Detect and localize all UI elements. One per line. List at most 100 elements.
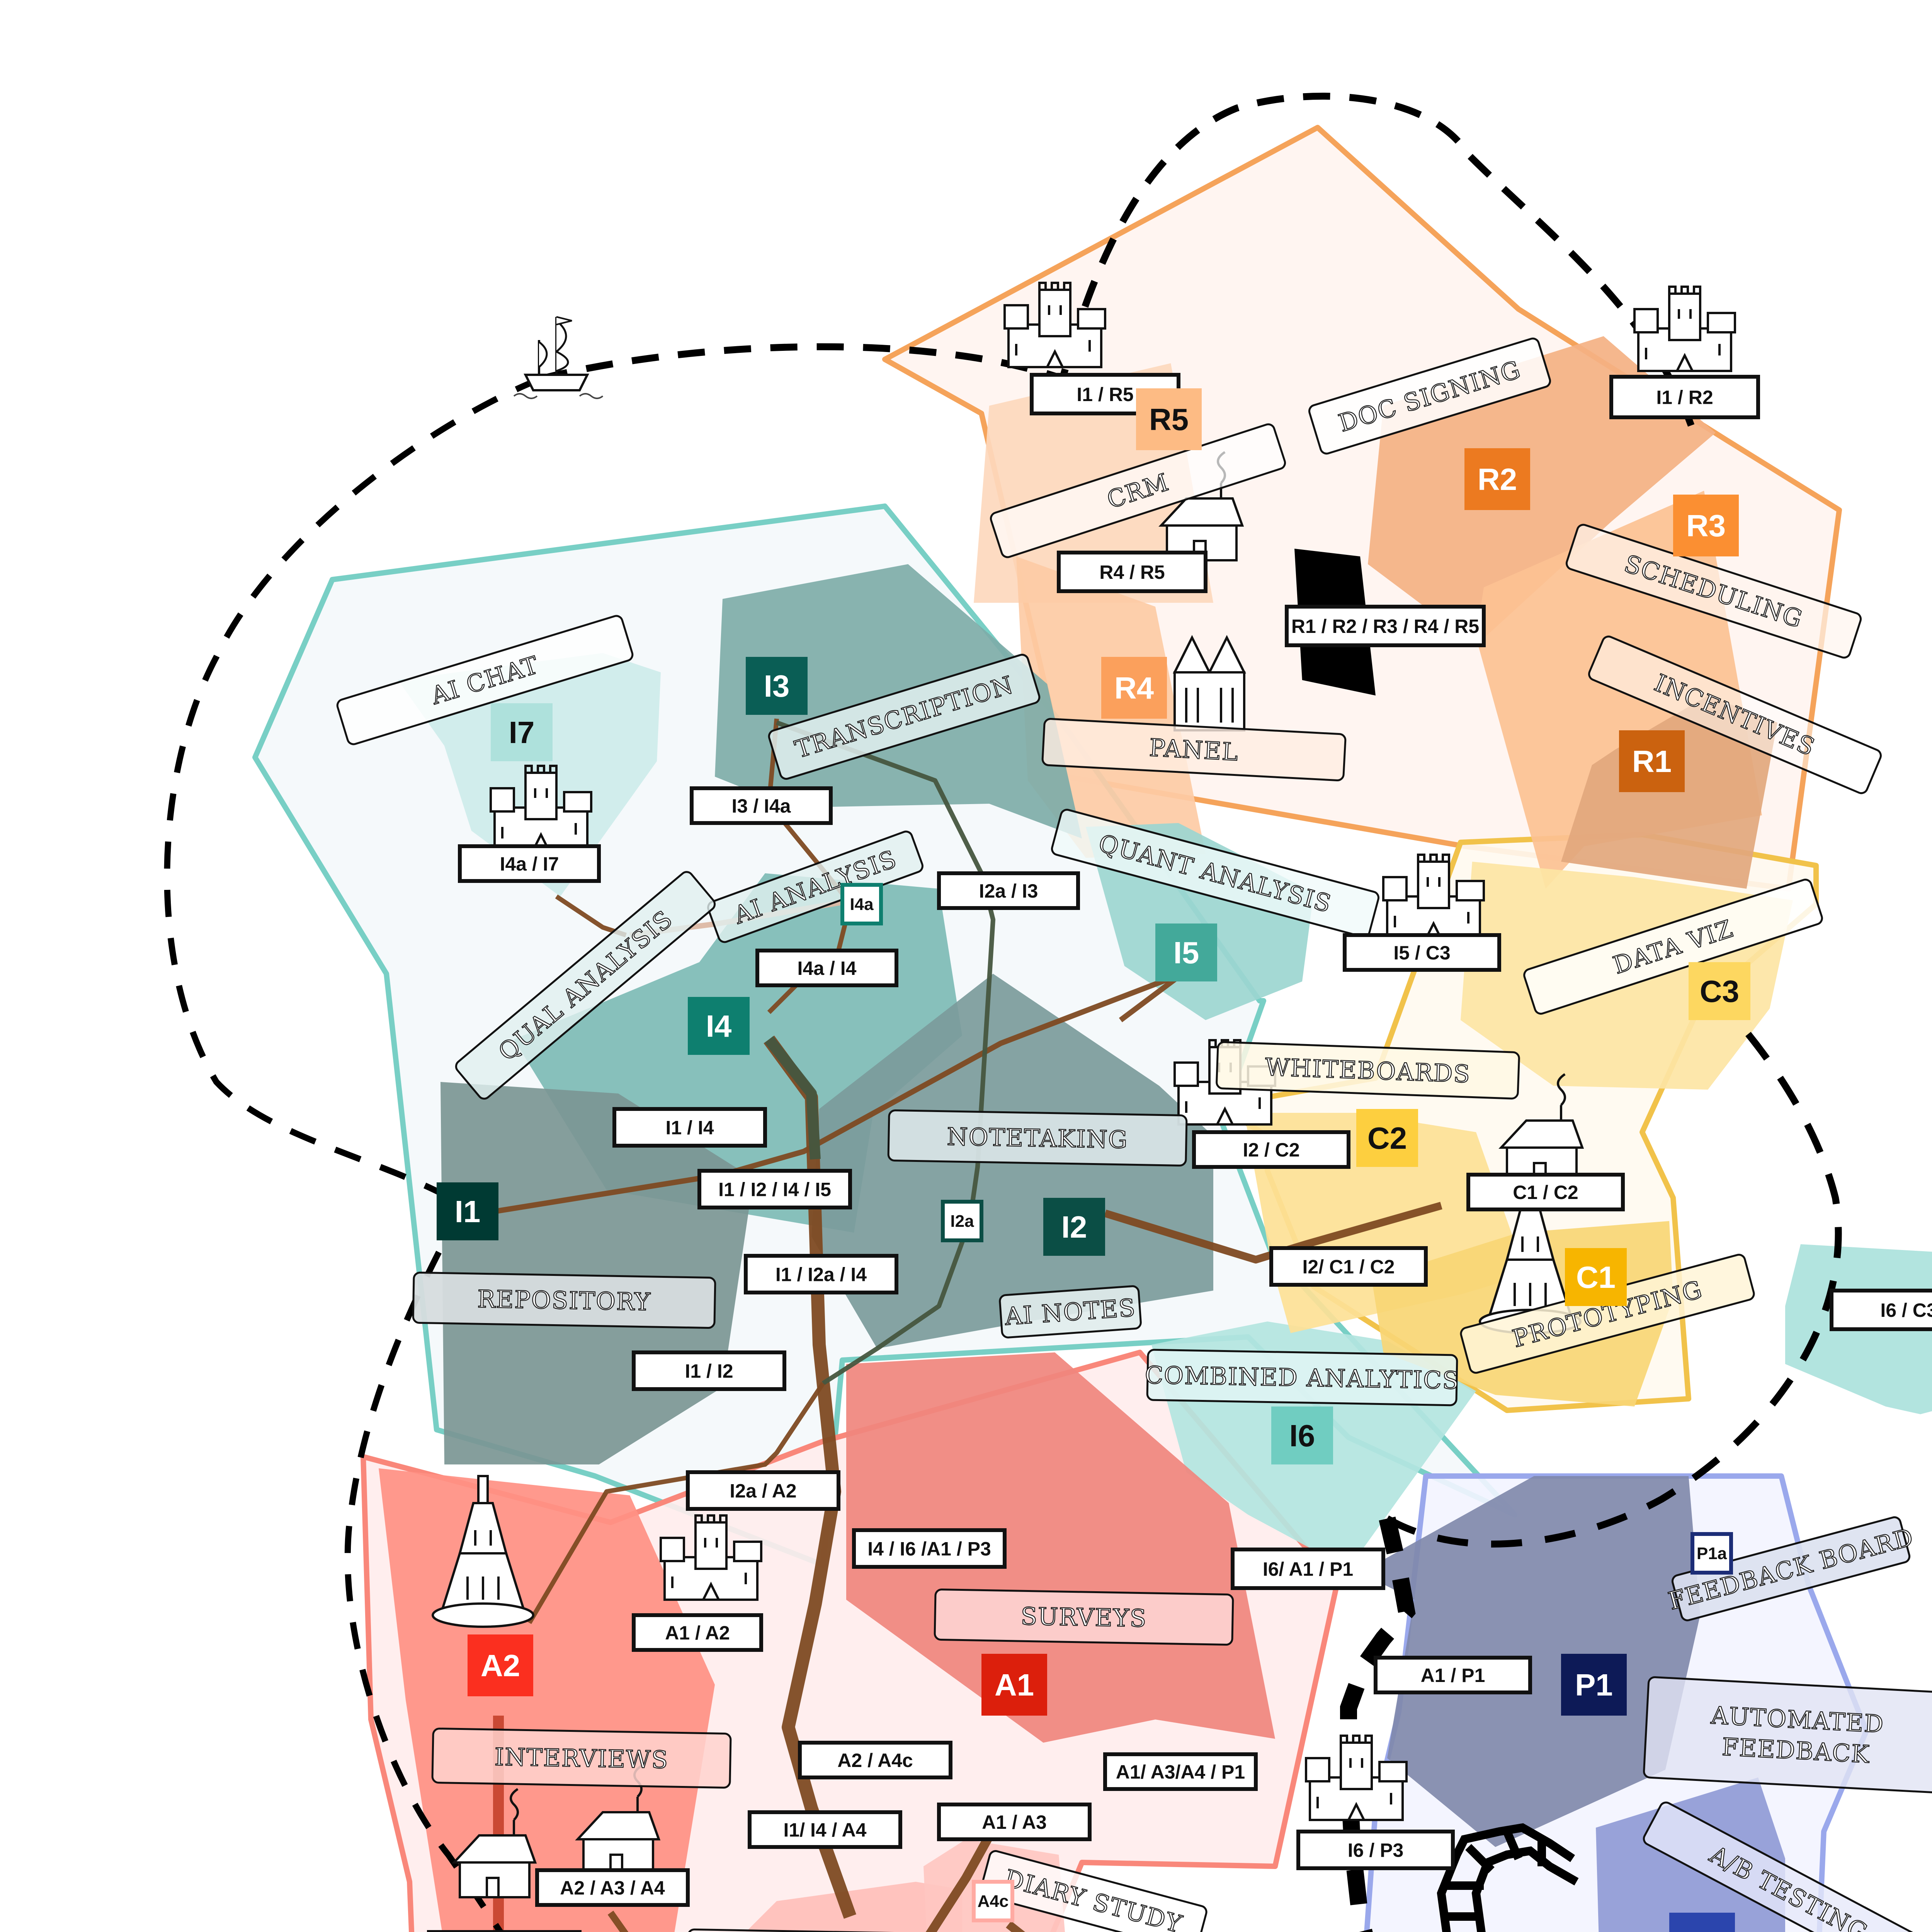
connection-label[interactable]: A1 / A2 [632,1613,763,1652]
connection-label[interactable]: I3 / I4a [690,786,833,825]
connection-label[interactable]: I1 / I2 [632,1350,786,1391]
connection-label-text: I2a / I3 [979,880,1038,902]
connection-label-box [697,1169,852,1209]
node-label: I3 [764,669,790,703]
node-label: I6 [1289,1418,1315,1453]
connection-label[interactable]: A2 / A4c [798,1741,952,1779]
node-r1[interactable]: R1 [1619,730,1685,792]
connection-label-box [755,949,898,987]
category-tag-frame [412,1271,716,1329]
connection-label[interactable]: A1 / P1 [1374,1656,1532,1694]
connection-label-text: I1 / R5 [1077,384,1133,405]
sub-node-i4a[interactable]: I4a [840,883,883,925]
connection-label-box [1285,605,1486,647]
category-tag-frame [1565,524,1862,659]
connection-label[interactable]: I1/ I4 / A4 [748,1810,902,1849]
connection-label[interactable]: I1 / I2a / I4 [744,1254,898,1294]
node-badge [1673,495,1739,556]
category-tag-label: NOTETAKING [947,1122,1128,1154]
connection-label[interactable]: I1 / I4 [612,1107,767,1148]
node-a2[interactable]: A2 [468,1634,533,1696]
category-tag-frame [1051,809,1379,938]
castle-icon [1382,854,1485,940]
category-tag[interactable]: WHITEBOARDS [1216,1041,1520,1100]
node-i1[interactable]: I1 [437,1182,498,1240]
node-c3[interactable]: C3 [1689,962,1750,1020]
category-tag[interactable]: INTERVIEWS [431,1728,732,1789]
node-i4[interactable]: I4 [688,997,750,1055]
node-i7[interactable]: I7 [491,703,553,761]
category-tag[interactable]: COMBINED ANALYTICS [1144,1349,1460,1406]
sub-node-a4c[interactable]: A4c [972,1880,1014,1922]
connection-label-text: A2 / A3 / A4 [560,1877,665,1899]
connection-label-text: R4 / R5 [1099,561,1165,583]
sub-node-label: A4c [978,1892,1009,1911]
connection-label[interactable]: A2 / A3 / A4 [535,1868,690,1907]
connection-label-text: C1 / C2 [1513,1182,1578,1203]
category-tag[interactable]: SCHEDULING [1565,523,1862,659]
voyage-i6-p1 [1340,1517,1416,1932]
connection-label-text: I2/ C1 / C2 [1303,1256,1395,1278]
category-tag[interactable]: CRM [989,423,1286,559]
node-badge [1561,1654,1627,1716]
connection-label[interactable]: I4a / I7 [458,844,601,883]
node-a1[interactable]: A1 [981,1654,1047,1716]
category-tag-frame [707,830,923,943]
connection-label-box [1192,1130,1350,1169]
connection-label[interactable]: I2 / C2 [1192,1130,1350,1169]
node-badge [1101,657,1167,719]
connection-label[interactable]: I2a / I3 [937,871,1080,910]
connection-label[interactable]: I1 / I2 / I4 / I5 [697,1169,852,1209]
node-badge [1464,448,1530,510]
node-i2[interactable]: I2 [1043,1198,1105,1256]
node-label: I7 [509,715,535,750]
node-r5[interactable]: R5 [1136,388,1202,450]
connection-label-text: I1 / I4 [665,1117,714,1139]
connection-label-box [1269,1246,1428,1287]
connection-label[interactable]: I4a / I4 [755,949,898,987]
node-p1[interactable]: P1 [1561,1654,1627,1716]
connection-label[interactable]: A1 / A3 [937,1803,1092,1841]
node-p2[interactable]: P2 [1669,1913,1735,1932]
node-r3[interactable]: R3 [1673,495,1739,556]
category-tag[interactable]: NOTETAKING [887,1109,1188,1167]
category-tag-frame [1671,1516,1911,1621]
category-tag[interactable]: REPOSITORY [412,1271,716,1329]
sub-node-i2a[interactable]: I2a [941,1200,983,1242]
connection-label[interactable]: I6/ A1 / P1 [1231,1548,1385,1590]
sub-node-p1a[interactable]: P1a [1690,1532,1733,1575]
category-tag[interactable]: PANEL [1041,718,1347,782]
connection-label-text: I1/ I4 / A4 [784,1819,867,1841]
category-tag-frame [455,871,716,1100]
node-c1[interactable]: C1 [1565,1248,1627,1306]
connection-label[interactable]: C1 / C2 [1466,1173,1625,1211]
connection-label[interactable]: R1 / R2 / R3 / R4 / R5 [1285,605,1486,647]
connection-label-box [632,1613,763,1652]
category-tag-frame [431,1728,732,1789]
connection-label[interactable]: I2/ C1 / C2 [1269,1246,1428,1287]
node-r4[interactable]: R4 [1101,657,1167,719]
castle-icon [1305,1735,1408,1821]
connection-label-text: A1 / A3 [982,1811,1047,1833]
category-tag[interactable]: SURVEYS [934,1588,1234,1646]
connection-label[interactable]: A1/ A3/A4 / P1 [1103,1752,1258,1791]
node-r2[interactable]: R2 [1464,448,1530,510]
node-i3[interactable]: I3 [746,657,808,715]
node-i5[interactable]: I5 [1155,923,1217,981]
node-label: R3 [1686,509,1726,543]
connection-labels-layer: I1 / R5 I1 / R2 R4 / R5 R1 / R2 / R3 / R4 /… [427,373,1932,1932]
connection-label[interactable]: I4 / I6 /A1 / P3 [852,1528,1007,1569]
connection-label[interactable]: I1 / R2 [1609,375,1760,419]
connection-label[interactable]: I2a / A2 [686,1470,840,1511]
node-c2[interactable]: C2 [1356,1109,1418,1167]
connection-label[interactable]: I6 / C3 [1830,1289,1932,1331]
connection-label[interactable]: R4 / R5 [1057,551,1208,593]
landmarks-layer [432,282,1736,1898]
connection-label-box [1343,933,1501,972]
category-tag[interactable]: AI NOTES [999,1285,1142,1338]
castle-icon [1633,286,1736,372]
connection-label[interactable]: I5 / C3 [1343,933,1501,972]
node-i6[interactable]: I6 [1271,1406,1333,1464]
connection-label[interactable]: I6 / P3 [1296,1830,1455,1870]
